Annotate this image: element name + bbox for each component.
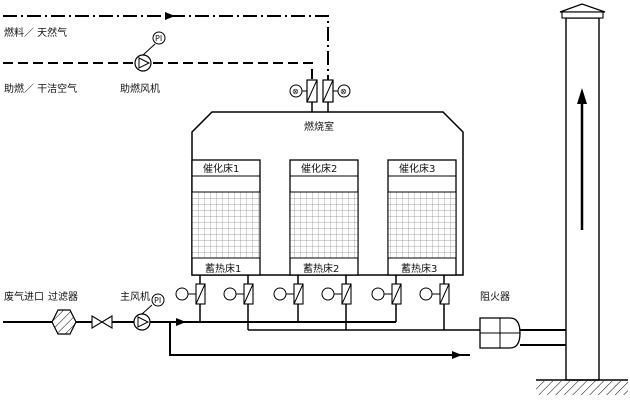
svg-text:⊗: ⊗ [340,87,347,96]
bed-3: 催化床3 蓄热床3 [387,159,457,276]
combustion-chamber-label: 燃烧室 [304,120,334,133]
filter-label: 过滤器 [48,290,78,303]
bed-2: 催化床2 蓄热床2 [289,159,359,276]
reactor-vessel: 燃烧室 催化床1 蓄热床1 催化床2 蓄热床2 催化床3 蓄热床3 [191,111,464,276]
burner-valves: ⊗ ⊗ [289,79,351,112]
catalyst-bed-3-label: 催化床3 [399,162,435,175]
bed-valves [175,275,450,330]
inlet-valve [91,315,113,329]
catalyst-bed-2-label: 催化床2 [301,162,337,175]
inlet-line: 废气进口 过滤器 主风机 PI [3,290,462,359]
air-line-label: 助燃／ 干洁空气 [4,82,77,95]
main-fan-label: 主风机 [120,290,150,303]
booster-fan: PI 助燃风机 [120,31,166,95]
storage-bed-3-label: 蓄热床3 [401,262,437,275]
main-fan-pi-label: PI [154,296,161,305]
flame-arrestor-label: 阻火器 [480,291,510,303]
booster-fan-pi-label: PI [155,34,162,43]
fuel-line: 燃料／ 天然气 [3,12,329,80]
catalyst-bed-1-label: 催化床1 [203,162,239,175]
svg-text:⊗: ⊗ [292,87,299,96]
booster-fan-label: 助燃风机 [120,82,160,95]
inlet-label: 废气进口 [4,290,44,303]
fuel-line-label: 燃料／ 天然气 [4,26,67,39]
stack [536,3,628,395]
filter-symbol [51,309,77,335]
storage-bed-1-label: 蓄热床1 [205,262,241,275]
outlet-line: 阻火器 [248,291,566,356]
bed-1: 催化床1 蓄热床1 [191,159,261,276]
storage-bed-2-label: 蓄热床2 [303,262,339,275]
air-line: 助燃／ 干洁空气 [3,62,313,95]
